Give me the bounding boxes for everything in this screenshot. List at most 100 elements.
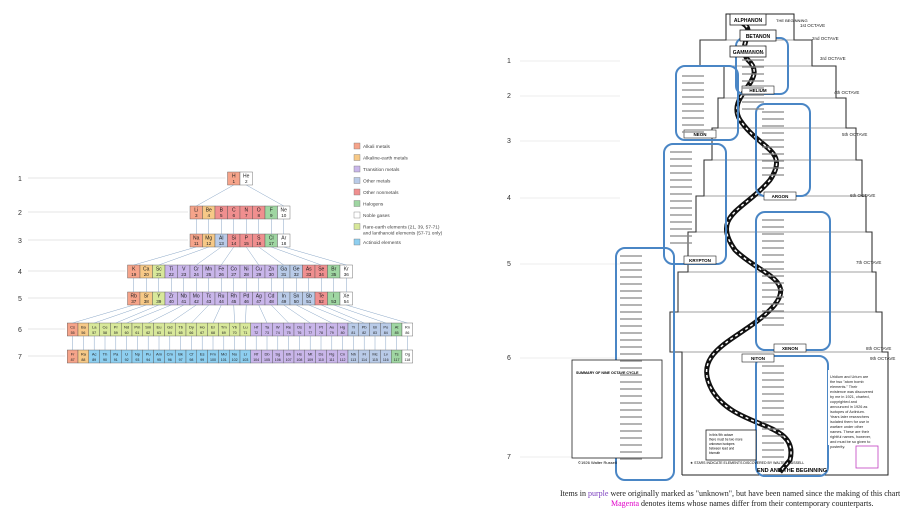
legend-label: Transition metals <box>363 167 400 173</box>
caption-purple-word: purple <box>588 489 609 498</box>
svg-text:102: 102 <box>232 358 238 362</box>
box-note: between lead and <box>709 447 734 451</box>
svg-text:Bi: Bi <box>373 325 377 330</box>
element-cell: He2 <box>239 171 253 186</box>
svg-text:F: F <box>270 208 273 214</box>
svg-text:Au: Au <box>329 325 334 330</box>
box-note: In this 9th octave <box>709 433 733 437</box>
russell-period-number: 3 <box>507 138 511 145</box>
svg-text:Zn: Zn <box>268 267 274 273</box>
uridium-note: Years later researchers <box>830 415 869 419</box>
svg-text:Kr: Kr <box>344 267 349 273</box>
uridium-note: Uridium and Urium are <box>830 375 868 379</box>
svg-text:Pm: Pm <box>134 325 141 330</box>
svg-text:At: At <box>395 325 400 330</box>
svg-text:Sm: Sm <box>145 325 152 330</box>
svg-text:Md: Md <box>221 352 227 357</box>
svg-text:49: 49 <box>281 299 287 304</box>
svg-text:K: K <box>132 267 136 273</box>
uridium-note: existence was discovered <box>830 390 873 394</box>
svg-text:Bh: Bh <box>286 352 291 357</box>
svg-text:2: 2 <box>245 179 248 184</box>
svg-text:Tb: Tb <box>178 325 183 330</box>
svg-text:81: 81 <box>351 331 355 335</box>
svg-text:In: In <box>282 294 286 300</box>
uridium-note: posterity. <box>830 445 845 449</box>
legend-swatch <box>353 188 361 196</box>
legend-label: Alkali metals <box>363 144 391 150</box>
element-cell: P15 <box>239 233 253 248</box>
svg-text:Lv: Lv <box>384 352 388 357</box>
svg-text:6: 6 <box>232 213 235 218</box>
svg-text:35: 35 <box>331 272 337 277</box>
svg-text:Am: Am <box>156 352 163 357</box>
noble-gas-node: XENON <box>782 346 798 351</box>
uridium-note: and must be so given to <box>830 440 870 444</box>
svg-text:Lr: Lr <box>244 352 248 357</box>
legend-swatch <box>353 177 361 184</box>
svg-text:12: 12 <box>206 241 212 246</box>
octave-top-label: ALPHANON <box>734 18 763 24</box>
svg-text:U: U <box>125 352 128 357</box>
uridium-note: names. These are their <box>830 430 870 434</box>
svg-text:Se: Se <box>318 267 324 273</box>
period-number: 7 <box>18 354 22 361</box>
legend-label: Other nonmetals <box>363 190 399 196</box>
svg-text:Sr: Sr <box>144 294 149 300</box>
svg-text:W: W <box>276 325 280 330</box>
svg-text:Na: Na <box>193 236 200 242</box>
element-cell: Y39 <box>152 291 166 306</box>
svg-text:94: 94 <box>146 358 150 362</box>
svg-text:50: 50 <box>294 299 300 304</box>
svg-text:103: 103 <box>242 358 248 362</box>
legend-swatch <box>353 154 361 161</box>
svg-text:Eu: Eu <box>157 325 162 330</box>
svg-text:39: 39 <box>156 299 162 304</box>
period-number: 5 <box>18 296 22 303</box>
russell-period-number: 1 <box>507 58 511 65</box>
svg-text:59: 59 <box>114 331 118 335</box>
legend-swatch <box>353 211 361 219</box>
stars-note: ★ STARS INDICATE ELEMENTS DISCOVERED BY … <box>690 461 804 465</box>
svg-text:Re: Re <box>286 325 292 330</box>
svg-text:Co: Co <box>231 267 238 273</box>
svg-text:25: 25 <box>206 272 212 277</box>
svg-text:90: 90 <box>103 358 107 362</box>
box-note: unknown isotopes <box>709 442 735 446</box>
svg-text:88: 88 <box>81 358 85 362</box>
noble-gas-node: KRYPTON <box>689 258 711 263</box>
svg-text:60: 60 <box>125 331 129 335</box>
svg-text:52: 52 <box>319 299 325 304</box>
svg-text:B: B <box>220 208 224 214</box>
svg-text:Cd: Cd <box>268 294 275 300</box>
svg-text:Lu: Lu <box>243 325 247 330</box>
element-cell: I53 <box>327 291 341 306</box>
svg-text:77: 77 <box>308 331 312 335</box>
svg-text:P: P <box>245 236 249 242</box>
svg-text:38: 38 <box>144 299 150 304</box>
svg-text:64: 64 <box>168 331 172 335</box>
svg-text:69: 69 <box>222 331 226 335</box>
russell-period-number: 7 <box>507 454 511 461</box>
